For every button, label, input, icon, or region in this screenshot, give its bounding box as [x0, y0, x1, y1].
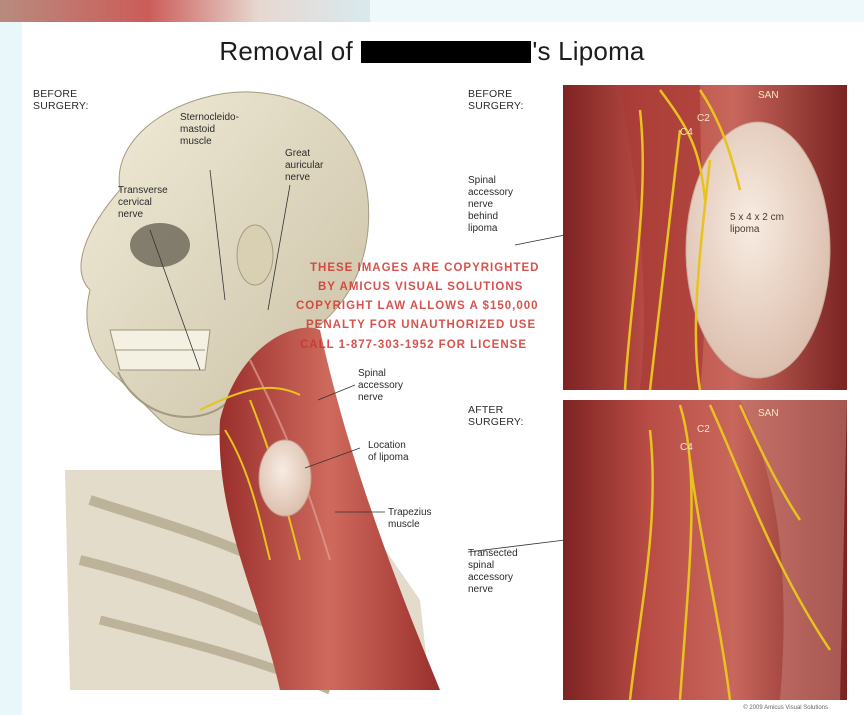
label-san-bottom: SAN: [758, 408, 779, 420]
label-c2-bottom: C2: [697, 424, 710, 436]
before-surgery-panel: [563, 85, 847, 390]
label-san-top: SAN: [758, 90, 779, 102]
label-location-of-lipoma: Location of lipoma: [368, 440, 409, 464]
label-lipoma-size: 5 x 4 x 2 cm lipoma: [730, 212, 784, 236]
watermark-line-4: PENALTY FOR UNAUTHORIZED USE: [306, 319, 536, 331]
label-great-auricular: Great auricular nerve: [285, 148, 323, 184]
label-trapezius: Trapezius muscle: [388, 507, 432, 531]
watermark-line-3: COPYRIGHT LAW ALLOWS A $150,000: [296, 300, 539, 312]
watermark-line-5: CALL 1-877-303-1952 FOR LICENSE: [300, 339, 527, 351]
label-spinal-accessory-left: Spinal accessory nerve: [358, 368, 403, 404]
watermark-line-1: THESE IMAGES ARE COPYRIGHTED: [310, 262, 540, 274]
label-spinal-accessory-behind: Spinal accessory nerve behind lipoma: [468, 175, 513, 235]
label-sternocleidomastoid: Sternocleido- mastoid muscle: [180, 112, 239, 148]
lipoma-left: [259, 440, 311, 516]
label-after-surgery: AFTER SURGERY:: [468, 404, 524, 428]
label-before-surgery-left: BEFORE SURGERY:: [33, 88, 89, 112]
copyright-credit: © 2009 Amicus Visual Solutions: [743, 705, 828, 711]
watermark-line-2: BY AMICUS VISUAL SOLUTIONS: [318, 281, 523, 293]
label-c4-bottom: C4: [680, 442, 693, 454]
label-c2-top: C2: [697, 113, 710, 125]
label-before-surgery-right: BEFORE SURGERY:: [468, 88, 524, 112]
page-title: Removal of 's Lipoma: [0, 36, 864, 67]
label-transverse-cervical: Transverse cervical nerve: [118, 185, 168, 221]
title-prefix: Removal of: [219, 36, 353, 66]
title-suffix: 's Lipoma: [532, 36, 644, 66]
label-c4-top: C4: [680, 127, 693, 139]
label-transected: Transected spinal accessory nerve: [468, 548, 518, 596]
redaction-bar: [361, 41, 531, 63]
